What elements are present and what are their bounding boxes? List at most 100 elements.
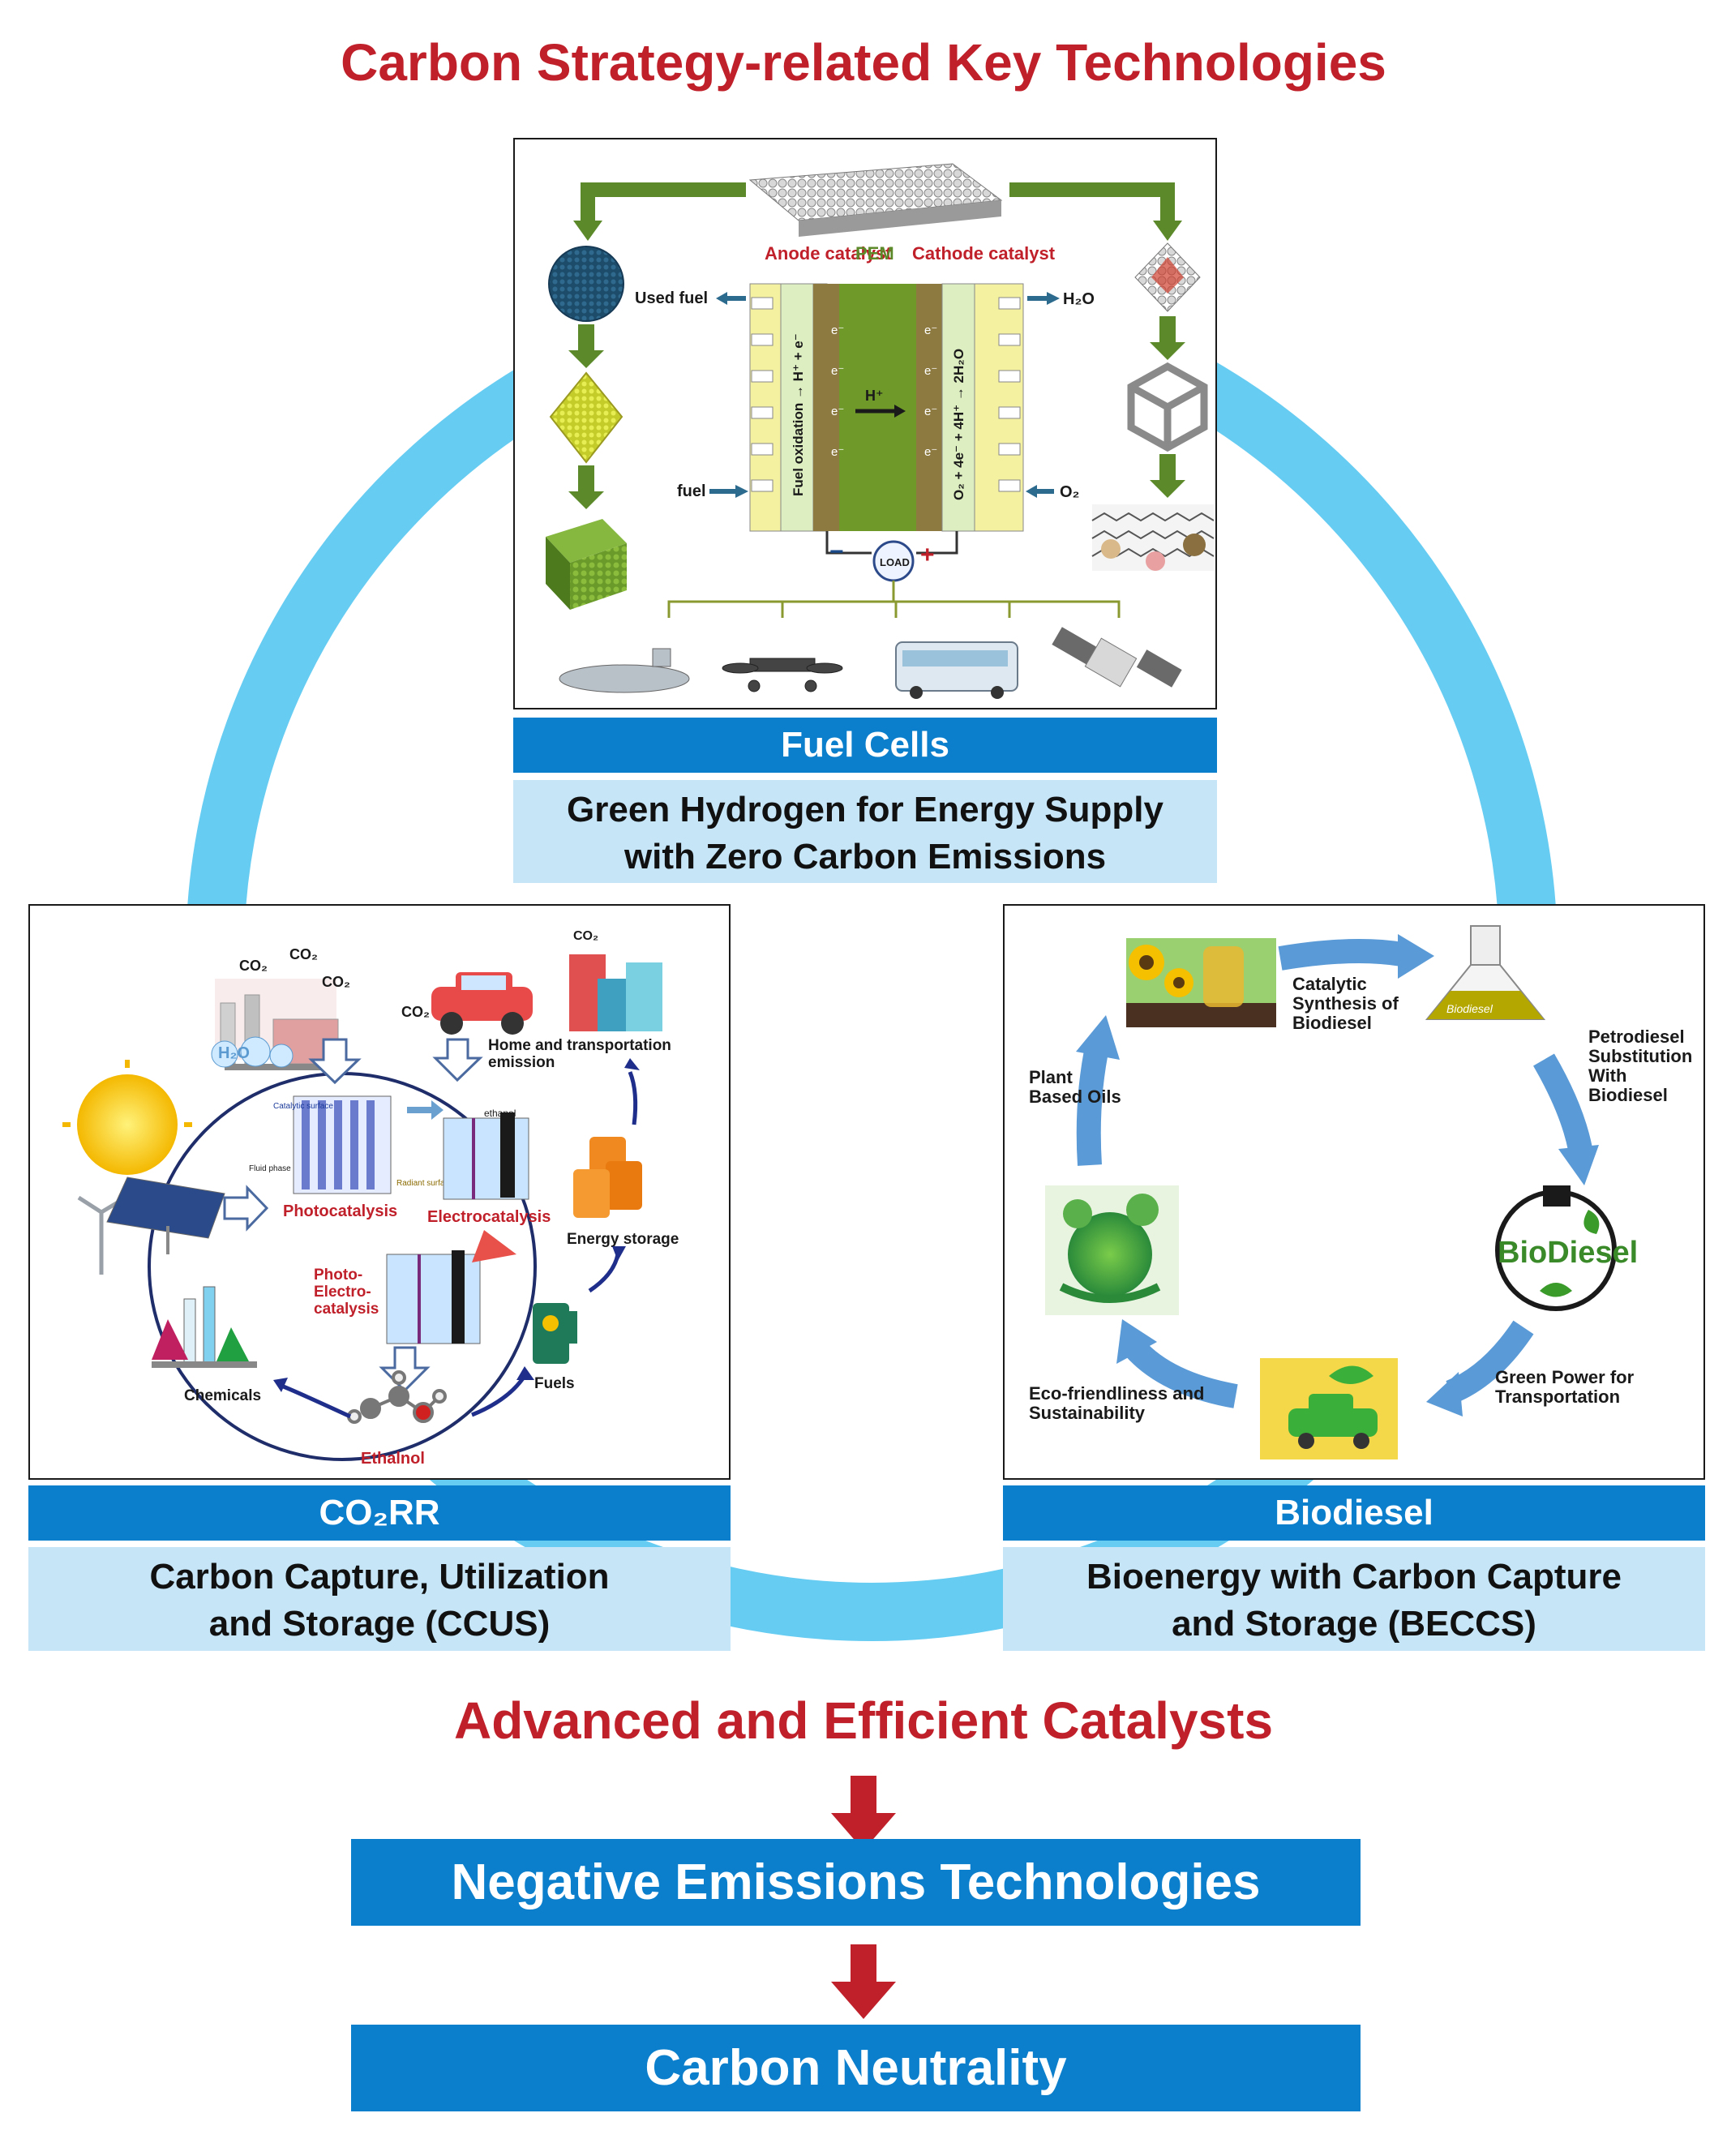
photoelectrocatalysis-cell-icon	[386, 1230, 516, 1344]
h2o-label: H₂O	[1063, 290, 1095, 308]
electron-label: e⁻	[831, 445, 844, 459]
chemicals-label: Chemicals	[184, 1387, 261, 1404]
biodiesel-diagram: Catalytic Synthesis of Biodiesel Biodies…	[1029, 925, 1693, 1459]
ethanol-small-label: ethanol	[484, 1108, 516, 1119]
petrodiesel-label: Petrodiesel Substitution With Biodiesel	[1588, 1027, 1693, 1105]
fluid-phase-label: Fluid phase	[249, 1164, 291, 1173]
ethanol-label: Ethalnol	[361, 1450, 425, 1468]
catalytic-surface-label: Catalytic surface	[273, 1102, 333, 1111]
graphene-icon	[1091, 504, 1215, 571]
octahedron-icon	[549, 371, 624, 464]
fuel-cell-stack: e⁻ e⁻ e⁻ e⁻ e⁻ e⁻ e⁻ e⁻ H⁺ Fuel oxidatio…	[749, 283, 1024, 532]
green-power-label: Green Power for Transportation	[1495, 1368, 1635, 1407]
fuel-cells-subtitle-line2: with Zero Carbon Emissions	[624, 837, 1107, 877]
svg-text:+: +	[920, 542, 935, 568]
co2-label: CO₂	[289, 946, 318, 962]
pem-label: PEM	[855, 243, 894, 264]
fuel-cell-diagram: Anode catalyst PEM Cathode catalyst e⁻ e…	[546, 163, 1215, 699]
electron-label: e⁻	[831, 364, 844, 378]
electron-label: e⁻	[924, 445, 937, 459]
electron-label: e⁻	[831, 324, 844, 337]
load-label: LOAD	[880, 556, 910, 568]
biodiesel-subtitle-line1: Bioenergy with Carbon Capture	[1086, 1557, 1622, 1597]
car-co2-label: CO₂	[401, 1004, 430, 1020]
biodiesel-panel: Catalytic Synthesis of Biodiesel Biodies…	[1003, 904, 1705, 1480]
biodiesel-subtitle-line2: and Storage (BECCS)	[1172, 1604, 1536, 1644]
fuel-pump-icon	[533, 1303, 577, 1364]
co2rr-subtitle: Carbon Capture, Utilization and Storage …	[28, 1547, 731, 1651]
down-arrow-icon	[831, 1776, 896, 1850]
solar-panel-icon	[106, 1177, 225, 1254]
nanoframe-icon	[1127, 362, 1208, 452]
ethanol-molecule-icon	[347, 1370, 447, 1424]
sun-icon	[77, 1074, 178, 1175]
fuel-cells-subtitle: Green Hydrogen for Energy Supply with Ze…	[513, 780, 1217, 883]
catalytic-synthesis-label: Catalytic Synthesis of Biodiesel	[1292, 975, 1399, 1033]
energy-storage-label: Energy storage	[567, 1231, 679, 1248]
used-fuel-label: Used fuel	[635, 289, 708, 307]
satellite-icon	[1052, 627, 1182, 688]
fuel-cells-header: Fuel Cells	[513, 718, 1217, 773]
electron-label: e⁻	[831, 405, 844, 418]
proton-label: H⁺	[865, 388, 884, 404]
electric-car-icon	[1260, 1358, 1398, 1459]
co2-label: CO₂	[239, 958, 268, 974]
electron-label: e⁻	[924, 324, 937, 337]
catalyst-sheet-icon	[748, 163, 1003, 237]
electron-label: e⁻	[924, 364, 937, 378]
photocatalysis-reactor-icon	[293, 1095, 392, 1194]
h2o-label: H₂O	[218, 1044, 250, 1062]
flask-label: Biodiesel	[1446, 1002, 1493, 1015]
down-arrow-icon	[831, 1944, 896, 2019]
buildings-co2-label: CO₂	[573, 929, 598, 943]
co2rr-diagram: CO₂ CO₂ CO₂ H₂O CO₂ CO₂ Home and transpo…	[62, 929, 679, 1468]
photocatalysis-label: Photocatalysis	[283, 1202, 397, 1220]
negative-emissions-box: Negative Emissions Technologies	[351, 1839, 1361, 1926]
co2rr-subtitle-line1: Carbon Capture, Utilization	[149, 1557, 610, 1597]
o2-label: O₂	[1060, 483, 1079, 501]
cathode-reaction-label: O₂ + 4e⁻ + 4H⁺ → 2H₂O	[951, 349, 966, 500]
submarine-icon	[559, 648, 690, 693]
fuel-cell-panel: Anode catalyst PEM Cathode catalyst e⁻ e…	[513, 138, 1217, 709]
biodiesel-logo-label: BioDiesel	[1498, 1236, 1638, 1270]
eco-friendliness-label: Eco-friendliness and Sustainability	[1029, 1384, 1205, 1423]
cathode-catalyst-label: Cathode catalyst	[912, 243, 1056, 264]
bus-icon	[895, 641, 1018, 699]
co2-label: CO₂	[322, 974, 350, 990]
drone-icon	[722, 658, 843, 692]
biodiesel-flask-icon	[1425, 925, 1546, 1020]
nanosphere-icon	[548, 246, 624, 322]
electron-label: e⁻	[924, 405, 937, 418]
plant-oils-label: Plant Based Oils	[1029, 1068, 1121, 1107]
electrocatalysis-label: Electrocatalysis	[427, 1208, 551, 1226]
biodiesel-header: Biodiesel	[1003, 1485, 1705, 1541]
catalysts-heading: Advanced and Efficient Catalysts	[453, 1691, 1274, 1750]
co2rr-panel: CO₂ CO₂ CO₂ H₂O CO₂ CO₂ Home and transpo…	[28, 904, 731, 1480]
buildings-icon	[569, 954, 662, 1031]
fuel-cells-subtitle-line1: Green Hydrogen for Energy Supply	[567, 790, 1163, 829]
anode-catalyst-label: Anode catalyst	[765, 243, 892, 264]
cycle-arrows	[281, 1071, 638, 1419]
carbon-neutrality-box: Carbon Neutrality	[351, 2025, 1361, 2111]
fuel-oxidation-label: Fuel oxidation → H⁺ + e⁻	[791, 333, 806, 496]
chemicals-icon	[152, 1286, 257, 1368]
sunflower-oil-icon	[1126, 938, 1276, 1027]
biodiesel-cycle-arrows	[1076, 934, 1599, 1417]
car-icon	[431, 972, 533, 1035]
svg-text:−: −	[829, 538, 844, 565]
fuel-label: fuel	[677, 482, 706, 500]
green-earth-icon	[1045, 1185, 1179, 1315]
electrocatalysis-cell-icon	[443, 1112, 529, 1200]
octahedron-particle-icon	[1134, 242, 1201, 312]
co2rr-header: CO₂RR	[28, 1485, 731, 1541]
page-title: Carbon Strategy-related Key Technologies	[341, 33, 1386, 92]
home-transport-label: Home and transportation emission	[488, 1037, 671, 1071]
biodiesel-logo-icon	[1495, 1185, 1617, 1311]
co2rr-subtitle-line2: and Storage (CCUS)	[208, 1604, 551, 1644]
photoelectrocatalysis-label: Photo-Electro-catalysis	[314, 1267, 379, 1318]
energy-storage-icon	[573, 1137, 642, 1218]
cube-icon	[546, 519, 627, 610]
h2o-bubbles-icon	[211, 1036, 294, 1068]
fuels-label: Fuels	[534, 1375, 575, 1392]
biodiesel-subtitle: Bioenergy with Carbon Capture and Storag…	[1003, 1547, 1705, 1651]
